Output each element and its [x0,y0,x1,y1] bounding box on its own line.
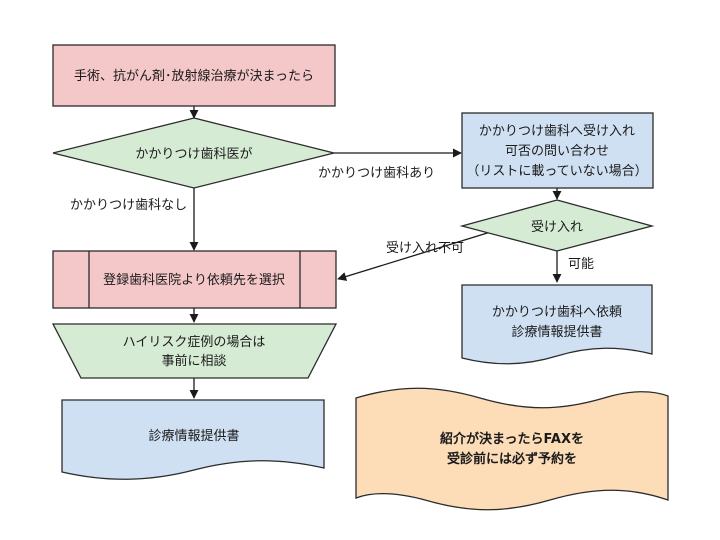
note-line-2: 受診前には必ず予約を [447,451,577,467]
inquiry-line-1: かかりつけ歯科へ受け入れ [479,124,635,139]
start-process-label: 手術、抗がん剤･放射線治療が決まったら [74,68,314,84]
note-tape-shape [355,387,669,511]
info-document-shape [61,399,325,480]
consult-line-2: 事前に相談 [161,353,226,369]
request-document-line-1: かかりつけ歯科へ依頼 [492,305,622,320]
inquiry-line-2: 可否の問い合わせ [505,144,609,159]
edge-label-no: かかりつけ歯科なし [70,198,187,213]
inquiry-box [461,112,654,189]
note-line-1: 紹介が決まったらFAXを [440,431,584,447]
select-process-box [52,250,337,309]
edge-accept-to-select [337,225,511,281]
inquiry-line-3: （リストに載っていない場合） [466,164,647,179]
edge-label-reject: 受け入れ不可 [386,241,464,256]
accept-diamond [459,199,655,252]
info-document-label: 診療情報提供書 [148,428,239,444]
consult-line-1: ハイリスク症例の場合は [123,335,266,350]
edge-label-ok: 可能 [568,257,594,272]
decision-label: かかりつけ歯科医が [135,147,252,162]
request-document-line-2: 診療情報提供書 [511,324,602,340]
accept-label: 受け入れ [531,220,583,235]
decision-diamond [52,117,335,189]
select-process-label: 登録歯科医院より依頼先を選択 [103,273,285,288]
request-document-shape [461,284,653,365]
start-process-box [52,44,336,107]
consult-trapezoid [51,323,338,379]
edge-label-yes: かかりつけ歯科あり [318,166,435,181]
